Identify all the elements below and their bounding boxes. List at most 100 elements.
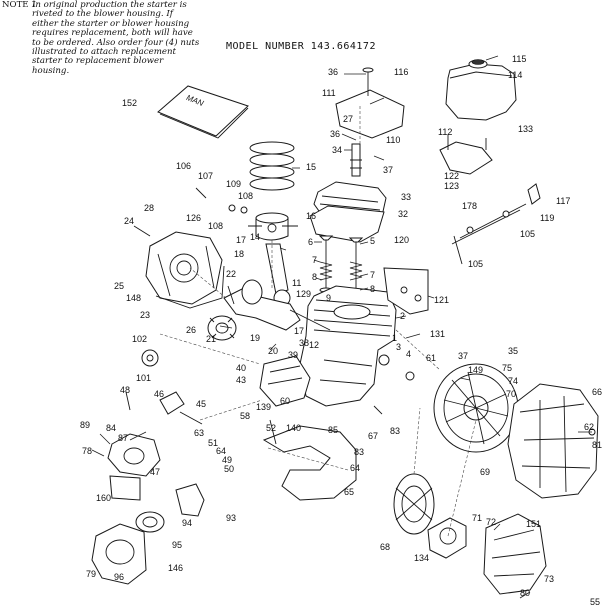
callout-14: 14 [250,232,261,242]
callout-178: 178 [462,201,478,211]
callout-109: 109 [226,179,242,189]
callout-83-b: 83 [354,447,365,457]
callout-26: 26 [186,325,197,335]
note-label: NOTE 1 [2,0,37,10]
callout-7-a: 7 [312,255,318,265]
callout-66: 66 [592,387,603,397]
callout-24: 24 [124,216,135,226]
valve-assemblies [318,235,364,295]
callout-111: 111 [322,88,336,98]
leader-lines [91,73,592,531]
intake-elbow [259,355,311,407]
cover-gasket [155,265,225,309]
callout-51: 51 [208,438,219,448]
callout-81: 81 [592,440,603,450]
callout-45: 45 [196,399,207,409]
throttle-linkage [451,183,541,245]
callout-120: 120 [394,235,410,245]
fuel-tank [445,55,517,121]
callout-151: 151 [526,519,542,529]
callout-25: 25 [114,281,125,291]
callout-8-b: 8 [370,284,376,294]
model-number: MODEL NUMBER 143.664172 [226,41,376,52]
callout-129: 129 [296,289,312,299]
callout-108-b: 108 [208,221,224,231]
owners-manual [157,85,249,139]
callout-15: 15 [306,162,317,172]
callout-28: 28 [144,203,155,213]
starter-pulley [393,473,435,535]
callout-78: 78 [82,446,93,456]
callout-72: 72 [486,517,497,527]
callout-47: 47 [150,467,161,477]
callout-105: 105 [520,229,536,239]
assembly-lines [159,106,477,537]
assembly-note: NOTE 1 In original production the starte… [2,0,200,76]
callout-17-b: 17 [294,326,305,336]
callout-22: 22 [226,269,237,279]
callout-27: 27 [343,114,354,124]
callout-35: 35 [508,346,519,356]
governor-link [159,391,203,425]
callout-52: 52 [266,423,277,433]
callout-43: 43 [236,375,247,385]
callout-101: 101 [136,373,152,383]
callout-64: 64 [216,446,227,456]
air-cleaner-body [91,523,147,585]
callout-63: 63 [194,428,205,438]
callout-36: 36 [328,67,339,77]
callout-94: 94 [182,518,193,528]
callout-6: 6 [308,237,314,247]
callout-119: 119 [540,213,555,223]
callout-8-a: 8 [312,272,318,282]
muffler-plate [383,267,429,315]
callout-38: 38 [299,338,310,348]
callout-18: 18 [234,249,245,259]
callout-34: 34 [332,145,343,155]
callout-23: 23 [140,310,151,320]
callout-131: 131 [430,329,446,339]
callout-21: 21 [206,334,217,344]
callout-122: 122 [444,171,460,181]
callout-60: 60 [280,396,291,406]
callout-32: 32 [398,209,409,219]
callout-102: 102 [132,334,148,344]
callout-95: 95 [172,540,183,550]
callout-115: 115 [512,54,527,64]
spark-plug [350,143,362,177]
callout-89: 89 [80,420,91,430]
callout-149: 149 [468,365,484,375]
callout-64-b: 64 [350,463,361,473]
callout-37: 37 [383,165,394,175]
callout-107: 107 [198,171,214,181]
callout-20: 20 [268,346,279,356]
callout-67: 67 [368,431,379,441]
air-cleaner-cover [175,483,205,517]
callout-121: 121 [434,295,450,305]
rewind-starter [483,513,547,595]
callout-83: 83 [390,426,401,436]
callout-110: 110 [386,135,401,145]
callout-5: 5 [370,236,376,246]
callout-105-b: 105 [468,259,484,269]
callout-36-b: 36 [330,129,341,139]
callout-74: 74 [508,376,519,386]
callout-108: 108 [238,191,254,201]
callout-17: 17 [236,235,247,245]
callout-7-b: 7 [370,270,376,280]
callout-11: 11 [292,278,302,288]
air-cleaner-element [135,511,165,533]
cylinder-shroud [262,425,357,501]
callout-114: 114 [508,70,523,80]
crankcase-cover [145,231,223,305]
callout-126: 126 [186,213,202,223]
callout-46: 46 [154,389,165,399]
piston-rings [249,141,295,191]
callout-87: 87 [118,433,129,443]
callout-55: 55 [590,597,601,607]
callout-3: 3 [396,342,402,352]
callout-49: 49 [222,455,233,465]
primer-bulb [141,349,159,367]
callout-112: 112 [438,127,453,137]
